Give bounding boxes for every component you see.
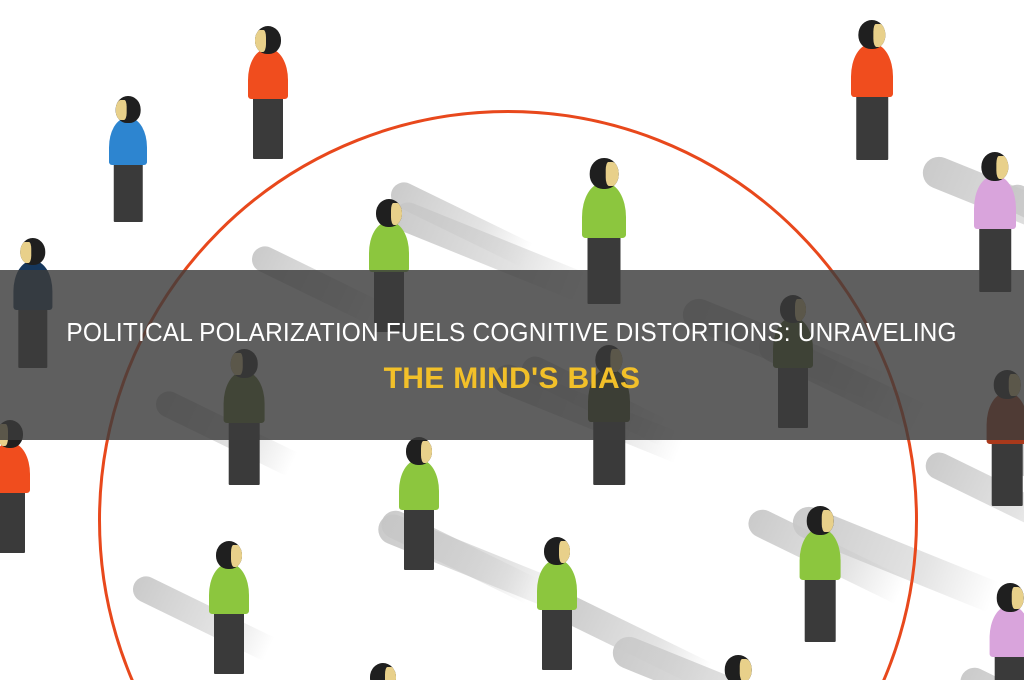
person-face	[255, 29, 267, 52]
page-title-line2: THE MIND'S BIAS	[383, 361, 641, 395]
person-face	[20, 241, 32, 264]
person-legs	[804, 578, 836, 642]
person-face	[558, 540, 570, 563]
person-legs	[994, 655, 1024, 680]
person-head-icon	[216, 541, 242, 569]
person-head-icon	[370, 663, 396, 680]
person-face	[1011, 586, 1024, 610]
person-head-icon	[115, 96, 141, 123]
person-torso	[109, 117, 147, 166]
person-head-icon	[255, 26, 281, 54]
person-face	[873, 24, 886, 48]
person-face	[420, 440, 432, 463]
person-head-icon	[20, 238, 46, 266]
person-figure	[851, 20, 893, 161]
person-face	[821, 509, 834, 533]
person-head-icon	[544, 537, 570, 565]
person-figure	[363, 663, 403, 680]
person-torso	[399, 460, 439, 510]
person-legs	[404, 508, 434, 570]
person-figure	[537, 537, 577, 671]
person-head-icon	[806, 506, 834, 535]
person-torso	[799, 529, 841, 581]
person-torso	[537, 560, 577, 610]
person-legs	[0, 491, 25, 553]
person-torso	[582, 183, 626, 239]
person-face	[390, 202, 402, 225]
person-figure	[209, 541, 249, 675]
person-figure	[717, 655, 759, 680]
person-figure	[989, 583, 1024, 680]
person-head-icon	[858, 20, 886, 50]
person-legs	[113, 163, 143, 223]
person-face	[115, 99, 127, 121]
page-title-line1: POLITICAL POLARIZATION FUELS COGNITIVE D…	[66, 316, 958, 347]
person-legs	[542, 608, 572, 670]
person-head-icon	[589, 158, 619, 189]
person-torso	[248, 49, 288, 99]
person-torso	[0, 443, 30, 493]
person-figure	[799, 506, 841, 643]
person-legs	[991, 442, 1023, 506]
person-face	[739, 658, 752, 680]
person-head-icon	[724, 655, 752, 680]
person-head-icon	[406, 437, 432, 465]
person-head-icon	[981, 152, 1009, 182]
person-legs	[214, 612, 244, 674]
person-legs	[856, 94, 888, 160]
person-torso	[209, 564, 249, 614]
person-torso	[974, 176, 1016, 229]
person-figure	[248, 26, 288, 160]
person-face	[384, 666, 396, 680]
person-torso	[851, 44, 893, 97]
person-legs	[253, 97, 283, 159]
person-face	[996, 156, 1009, 180]
person-head-icon	[376, 199, 402, 227]
person-torso	[989, 606, 1024, 658]
person-figure	[399, 437, 439, 571]
person-head-icon	[996, 583, 1024, 612]
person-torso	[369, 222, 409, 272]
person-face	[605, 162, 619, 187]
person-figure	[0, 420, 30, 554]
person-figure	[109, 96, 147, 223]
title-overlay-band: POLITICAL POLARIZATION FUELS COGNITIVE D…	[0, 270, 1024, 440]
person-face	[230, 544, 242, 567]
